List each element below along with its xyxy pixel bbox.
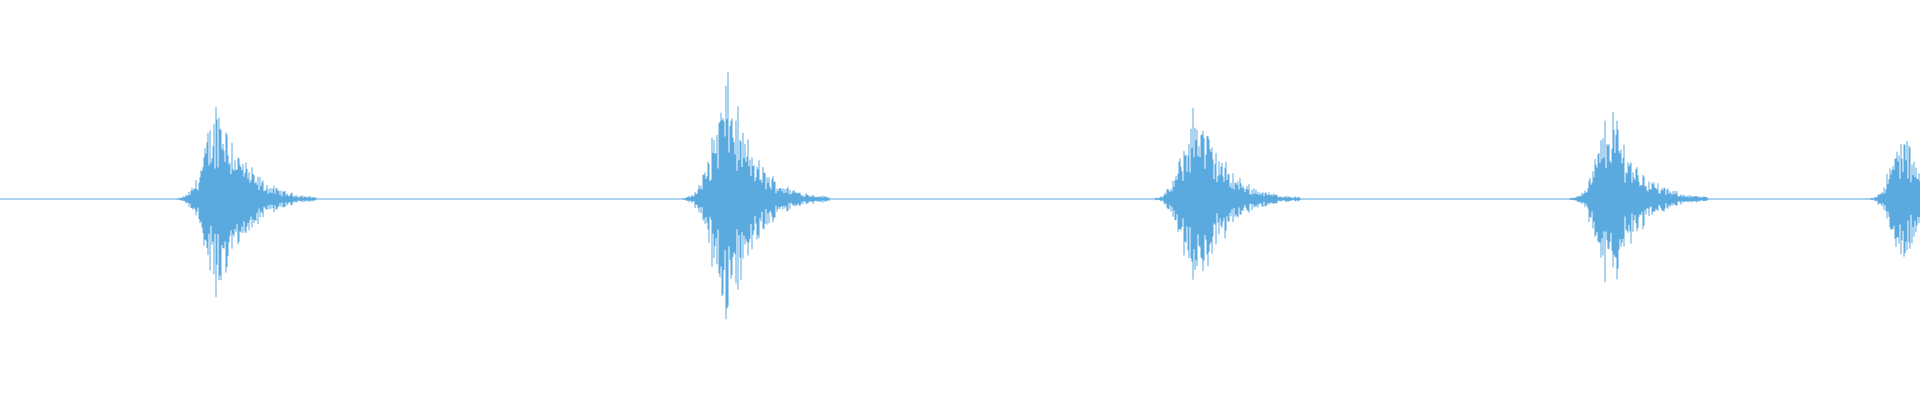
waveform-burst-2 — [682, 72, 830, 320]
waveform-bursts — [176, 72, 1920, 320]
waveform-burst-5 — [1864, 141, 1920, 257]
waveform-burst-1 — [176, 107, 317, 297]
waveform-burst-4 — [1568, 111, 1709, 283]
waveform-burst-3 — [1153, 108, 1301, 280]
